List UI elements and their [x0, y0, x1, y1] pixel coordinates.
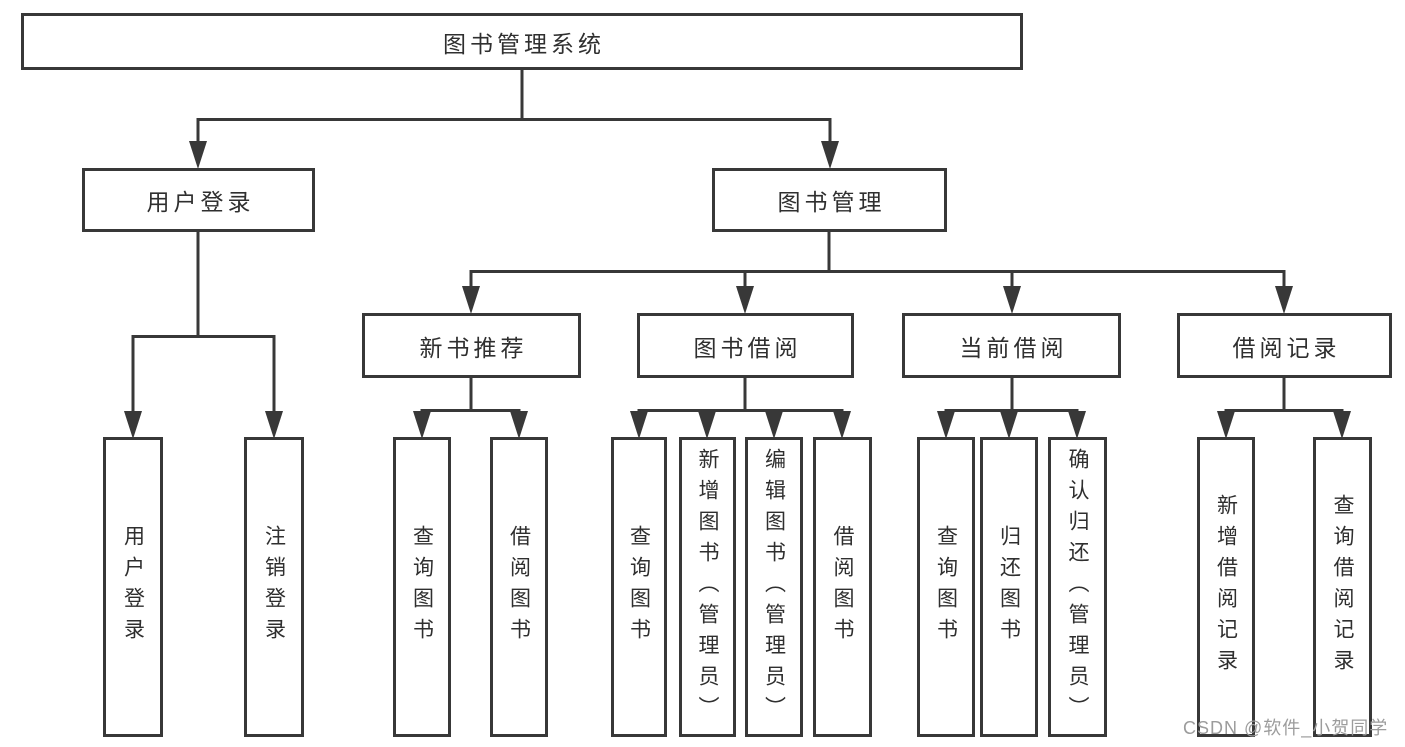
leaf-user-login-label: 用户登录: [121, 525, 145, 649]
node-book-borrowing-label: 图书借阅: [693, 334, 802, 361]
node-current-borrowing: 当前借阅: [902, 313, 1121, 378]
leaf-borrow-books-recommend: 借阅图书: [490, 437, 548, 737]
leaf-logout-label: 注销登录: [262, 525, 286, 649]
leaf-query-borrow-record: 查询借阅记录: [1313, 437, 1372, 737]
leaf-query-books-borrowing-label: 查询图书: [627, 525, 651, 649]
node-user-login: 用户登录: [82, 168, 315, 232]
leaf-query-books-current: 查询图书: [917, 437, 975, 737]
leaf-add-book-admin: 新增图书（管理员）: [679, 437, 736, 737]
leaf-return-book-label: 归还图书: [997, 525, 1021, 649]
leaf-query-books-borrowing: 查询图书: [611, 437, 667, 737]
leaf-borrow-books-recommend-label: 借阅图书: [507, 525, 531, 649]
csdn-watermark: CSDN @软件_小贺同学: [1183, 718, 1389, 738]
leaf-query-books-recommend: 查询图书: [393, 437, 451, 737]
leaf-borrow-books-label: 借阅图书: [831, 525, 854, 649]
leaf-confirm-return-admin-label: 确认归还（管理员）: [1066, 447, 1089, 727]
arrow-down-heads: [124, 141, 1351, 439]
node-borrowing-records-label: 借阅记录: [1232, 334, 1341, 361]
leaf-add-book-admin-label: 新增图书（管理员）: [696, 447, 719, 727]
leaf-add-borrow-record: 新增借阅记录: [1197, 437, 1255, 737]
leaf-edit-book-admin: 编辑图书（管理员）: [745, 437, 803, 737]
leaf-query-borrow-record-label: 查询借阅记录: [1331, 494, 1354, 680]
leaf-query-books-recommend-label: 查询图书: [410, 525, 434, 649]
node-book-borrowing: 图书借阅: [637, 313, 854, 378]
node-book-management-label: 图书管理: [777, 189, 886, 215]
leaf-user-login: 用户登录: [103, 437, 163, 737]
node-new-book-recommend: 新书推荐: [362, 313, 581, 378]
node-new-book-recommend-label: 新书推荐: [419, 334, 528, 361]
leaf-borrow-books: 借阅图书: [813, 437, 872, 737]
node-root-label: 图书管理系统: [443, 30, 605, 57]
node-borrowing-records: 借阅记录: [1177, 313, 1392, 378]
leaf-edit-book-admin-label: 编辑图书（管理员）: [762, 447, 786, 727]
leaf-add-borrow-record-label: 新增借阅记录: [1214, 494, 1238, 680]
leaf-confirm-return-admin: 确认归还（管理员）: [1048, 437, 1107, 737]
leaf-return-book: 归还图书: [980, 437, 1038, 737]
node-user-login-label: 用户登录: [146, 189, 255, 215]
leaf-logout: 注销登录: [244, 437, 304, 737]
leaf-query-books-current-label: 查询图书: [934, 525, 958, 649]
node-book-management: 图书管理: [712, 168, 947, 232]
node-current-borrowing-label: 当前借阅: [959, 334, 1068, 361]
node-root-system: 图书管理系统: [21, 13, 1023, 70]
